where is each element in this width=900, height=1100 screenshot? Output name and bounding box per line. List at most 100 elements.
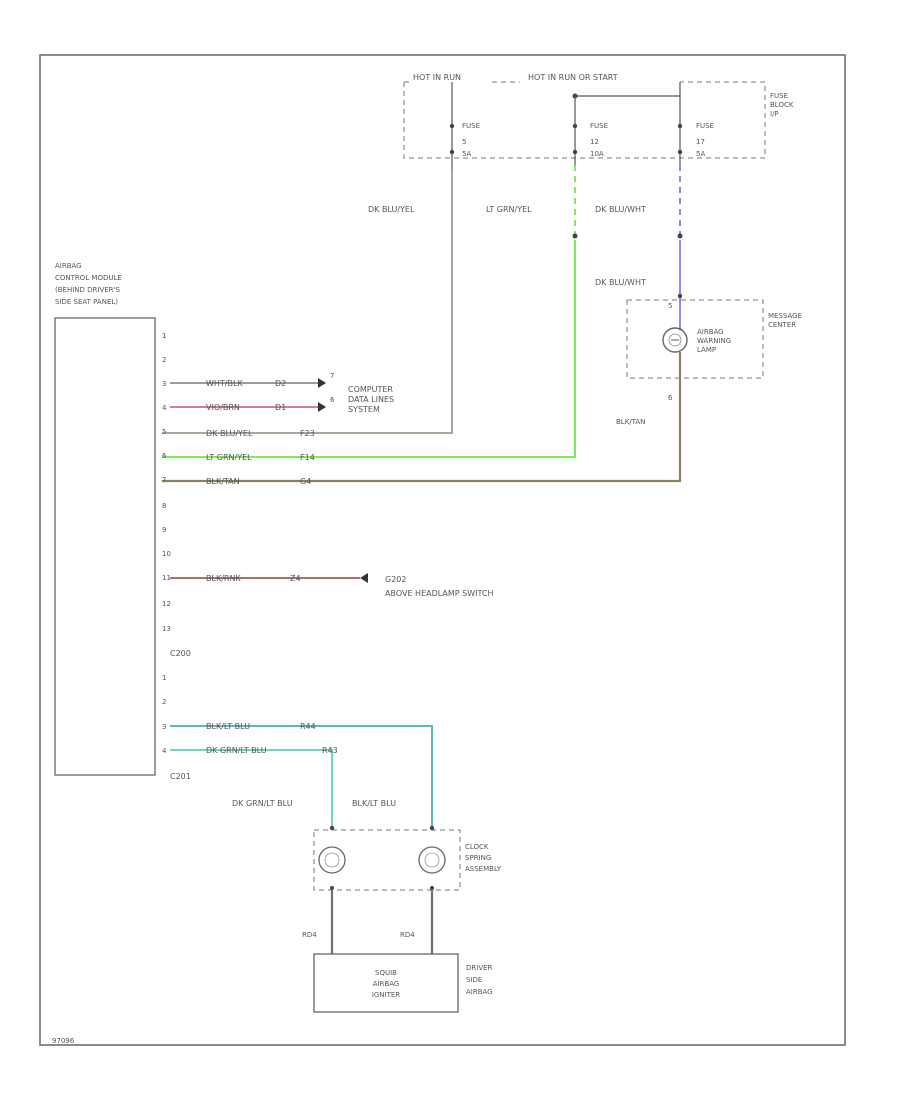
clockspring-left-out: RD4 bbox=[302, 931, 317, 939]
module-title-line3: (BEHIND DRIVER'S bbox=[55, 286, 120, 294]
fuse-block-label-line1: FUSE bbox=[770, 92, 788, 100]
connector-c200-label: C200 bbox=[170, 649, 191, 658]
data-link-arrow-6 bbox=[318, 402, 326, 412]
connector-c201-label: C201 bbox=[170, 772, 191, 781]
airbag-label-line2: SIDE bbox=[466, 976, 482, 984]
c200-pin-8: 8 bbox=[162, 502, 166, 510]
c201-pin-2: 2 bbox=[162, 698, 166, 706]
clockspring-label-line2: SPRING bbox=[465, 854, 491, 862]
squib-line2: AIRBAG bbox=[373, 980, 400, 988]
fuse-5: FUSE 5 5A bbox=[449, 82, 480, 170]
fuse12-wire-label: LT GRN/YEL bbox=[486, 205, 532, 214]
data-link-pin-7: 7 bbox=[330, 372, 334, 380]
hot-in-run-label: HOT IN RUN bbox=[413, 73, 461, 82]
fuse-12-name: FUSE bbox=[590, 122, 608, 130]
diagram-code: 97096 bbox=[52, 1037, 75, 1045]
module-title-line4: SIDE SEAT PANEL) bbox=[55, 298, 118, 306]
message-center-label-line2: CENTER bbox=[768, 321, 796, 329]
wire-dk-blu-yel bbox=[162, 170, 453, 434]
lamp-label-line2: WARNING bbox=[697, 337, 731, 345]
diagram-frame bbox=[39, 54, 846, 1046]
fuse-block-label-line3: I/P bbox=[770, 110, 779, 118]
connector-c201-pins: 1 2 3 4 C201 bbox=[162, 674, 191, 781]
c200-pin-1: 1 bbox=[162, 332, 166, 340]
w4-circuit: D1 bbox=[275, 403, 286, 412]
fuse-12-number: 12 bbox=[590, 138, 599, 146]
fuse-block-label-line2: BLOCK bbox=[770, 101, 794, 109]
ground-location: ABOVE HEADLAMP SWITCH bbox=[385, 589, 494, 598]
w3-color: WHT/BLK bbox=[206, 379, 243, 388]
c201-pin-4: 4 bbox=[162, 747, 167, 755]
clockspring-right-coil-icon bbox=[418, 846, 446, 874]
module-title-line1: AIRBAG bbox=[55, 262, 82, 270]
data-link-arrow-7 bbox=[318, 378, 326, 388]
wire-blk-tan bbox=[162, 352, 682, 483]
lamp-label-line3: LAMP bbox=[697, 346, 716, 354]
c4-circuit: R43 bbox=[322, 746, 338, 755]
clockspring-left-coil-icon bbox=[318, 846, 346, 874]
wire-lt-grn-yel bbox=[162, 240, 576, 458]
c200-pin-10: 10 bbox=[162, 550, 171, 558]
w6-circuit: F14 bbox=[300, 453, 315, 462]
data-link-label-line3: SYSTEM bbox=[348, 405, 380, 414]
c3-color: BLK/LT BLU bbox=[206, 722, 250, 731]
c200-pin-2: 2 bbox=[162, 356, 166, 364]
hot-in-run-or-start-label: HOT IN RUN OR START bbox=[528, 73, 618, 82]
fuse-12-amps: 10A bbox=[590, 150, 604, 158]
c4-color: DK GRN/LT BLU bbox=[206, 746, 267, 755]
message-center-pin-bottom: 6 bbox=[668, 394, 673, 402]
fuse17-wire-label-upper: DK BLU/WHT bbox=[595, 205, 646, 214]
fuse5-wire-label: DK BLU/YEL bbox=[368, 205, 415, 214]
w5-circuit: F23 bbox=[300, 429, 315, 438]
clockspring-label-line3: ASSEMBLY bbox=[465, 865, 502, 873]
message-center: AIRBAG WARNING LAMP MESSAGE CENTER 5 6 B… bbox=[616, 299, 802, 426]
wire-blk-lt-blu bbox=[170, 725, 433, 826]
w11-circuit: Z4 bbox=[290, 574, 301, 583]
c200-pin-5: 5 bbox=[162, 428, 166, 436]
w4-color: VIO/BRN bbox=[206, 403, 240, 412]
c3-circuit: R44 bbox=[300, 722, 316, 731]
squib-line1: SQUIB bbox=[375, 969, 397, 977]
fuse17-wire-label-lower: DK BLU/WHT bbox=[595, 278, 646, 287]
clockspring-right-out: RD4 bbox=[400, 931, 415, 939]
data-link-pin-6: 6 bbox=[330, 396, 335, 404]
c200-pin-11: 11 bbox=[162, 574, 171, 582]
data-link-label-line1: COMPUTER bbox=[348, 385, 393, 394]
airbag-label-line3: AIRBAG bbox=[466, 988, 493, 996]
w11-color: BLK/RNK bbox=[206, 574, 241, 583]
ground-arrow bbox=[360, 573, 368, 583]
c200-pin-12: 12 bbox=[162, 600, 171, 608]
c201-pin-1: 1 bbox=[162, 674, 166, 682]
c201-pin-3: 3 bbox=[162, 723, 166, 731]
connector-c200-pins: 1 2 3 4 5 6 7 8 9 10 11 12 13 C200 bbox=[162, 332, 191, 658]
clockspring-assembly: CLOCK SPRING ASSEMBLY bbox=[313, 825, 502, 891]
fuse-12: FUSE 12 10A bbox=[572, 96, 608, 165]
driver-side-airbag: SQUIB AIRBAG IGNITER DRIVER SIDE AIRBAG bbox=[313, 953, 493, 1013]
fuse-17-amps: 5A bbox=[696, 150, 705, 158]
fuse-17-number: 17 bbox=[696, 138, 705, 146]
data-link-label-line2: DATA LINES bbox=[348, 395, 394, 404]
module-title-line2: CONTROL MODULE bbox=[55, 274, 122, 282]
fuse-5-amps: 5A bbox=[462, 150, 471, 158]
ground-id: G202 bbox=[385, 575, 406, 584]
clockspring-right-wire: BLK/LT BLU bbox=[352, 799, 396, 808]
clockspring-label-line1: CLOCK bbox=[465, 843, 489, 851]
w3-circuit: D2 bbox=[275, 379, 286, 388]
fuse-5-number: 5 bbox=[462, 138, 466, 146]
fuse-17-name: FUSE bbox=[696, 122, 714, 130]
airbag-control-module: AIRBAG CONTROL MODULE (BEHIND DRIVER'S S… bbox=[54, 262, 156, 776]
fuse-17: FUSE 17 5A bbox=[677, 82, 714, 165]
fuse-5-name: FUSE bbox=[462, 122, 480, 130]
airbag-label-line1: DRIVER bbox=[466, 964, 493, 972]
w7-circuit: G4 bbox=[300, 477, 311, 486]
c200-pin-9: 9 bbox=[162, 526, 166, 534]
wire-dk-grn-lt-blu bbox=[170, 749, 333, 826]
lamp-label-line1: AIRBAG bbox=[697, 328, 724, 336]
clockspring-left-wire: DK GRN/LT BLU bbox=[232, 799, 293, 808]
c200-pin-4: 4 bbox=[162, 404, 167, 412]
message-center-label-line1: MESSAGE bbox=[768, 312, 802, 320]
w5-color: DK BLU/YEL bbox=[206, 429, 253, 438]
c200-pin-3: 3 bbox=[162, 380, 166, 388]
squib-line3: IGNITER bbox=[372, 991, 400, 999]
